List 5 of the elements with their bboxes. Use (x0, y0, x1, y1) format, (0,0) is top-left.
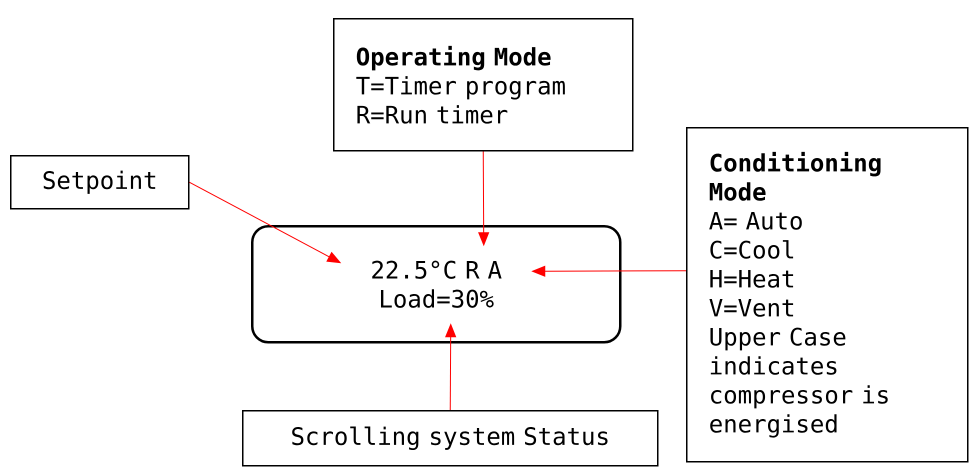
callout-box: Operating Mode T=Timer program R=Run timer (333, 18, 634, 152)
label-box: Setpoint (10, 155, 190, 210)
label-box: Scrolling system Status (242, 410, 658, 466)
callout-box: Conditioning Mode A= Auto C=Cool H=Heat V=Vent Upper Case indicates compressor is energised (686, 127, 968, 462)
display-screen: 22.5°C R A Load=30% (251, 225, 622, 344)
